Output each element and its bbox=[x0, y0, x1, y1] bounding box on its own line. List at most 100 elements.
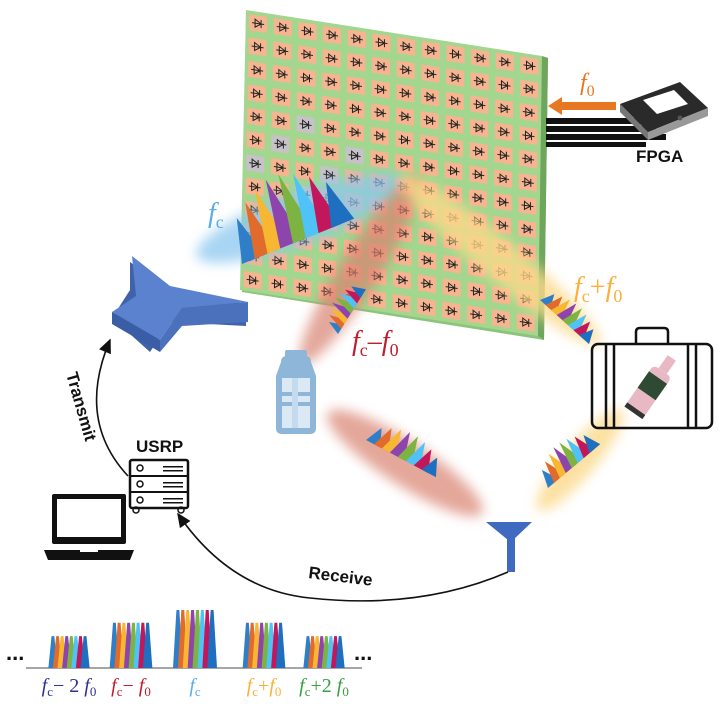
unit-cell bbox=[370, 150, 389, 169]
varactor-diode-icon bbox=[420, 278, 433, 289]
unit-cell bbox=[520, 79, 539, 99]
varactor-diode-icon bbox=[275, 68, 288, 79]
plus-spectrum-lower bbox=[541, 434, 601, 488]
varactor-diode-icon bbox=[448, 118, 461, 129]
varactor-diode-icon bbox=[373, 153, 386, 164]
varactor-diode-icon bbox=[350, 56, 363, 67]
varactor-diode-icon bbox=[249, 134, 262, 145]
varactor-diode-icon bbox=[276, 45, 289, 56]
unit-cell bbox=[297, 68, 316, 88]
harmonic-band bbox=[48, 636, 90, 668]
harmonic-label: fc− 2 f0 bbox=[42, 675, 97, 699]
harmonic-label: fc+2 f0 bbox=[299, 675, 349, 699]
unit-cell bbox=[491, 309, 510, 328]
unit-cell bbox=[320, 165, 339, 185]
fpga-connector bbox=[546, 118, 666, 147]
unit-cell bbox=[442, 301, 461, 321]
varactor-diode-icon bbox=[471, 192, 484, 203]
varactor-diode-icon bbox=[325, 52, 338, 63]
spectral-band bbox=[421, 457, 438, 478]
unit-cell bbox=[494, 169, 513, 188]
varactor-diode-icon bbox=[470, 309, 483, 320]
spectral-band bbox=[339, 293, 360, 309]
unit-cell bbox=[470, 72, 489, 91]
unit-cell bbox=[393, 270, 412, 290]
varactor-diode-icon bbox=[420, 301, 433, 312]
unit-cell bbox=[442, 278, 461, 297]
varactor-diode-icon bbox=[373, 130, 386, 141]
unit-cell bbox=[519, 149, 538, 169]
unit-cell bbox=[272, 88, 291, 107]
varactor-diode-icon bbox=[273, 161, 286, 172]
varactor-diode-icon bbox=[251, 41, 264, 52]
unit-cell bbox=[443, 254, 462, 274]
varactor-diode-icon bbox=[252, 18, 265, 29]
unit-cell bbox=[297, 91, 316, 111]
varactor-diode-icon bbox=[472, 169, 485, 180]
varactor-diode-icon bbox=[497, 173, 510, 184]
varactor-diode-icon bbox=[424, 91, 437, 102]
fpga-label: FPGA bbox=[636, 147, 683, 166]
spectral-band bbox=[556, 303, 577, 325]
varactor-diode-icon bbox=[271, 255, 284, 266]
unit-cell bbox=[417, 297, 436, 317]
unit-cell bbox=[247, 84, 266, 103]
unit-cell bbox=[245, 177, 264, 197]
unit-cell bbox=[518, 196, 537, 216]
varactor-diode-icon bbox=[323, 169, 336, 180]
unit-cell bbox=[372, 56, 391, 76]
beams bbox=[196, 173, 624, 517]
unit-cell bbox=[248, 37, 267, 57]
unit-cell bbox=[318, 259, 337, 278]
plus-spectrum-upper bbox=[540, 294, 594, 345]
varactor-diode-icon bbox=[521, 176, 534, 187]
transmit-label: Transmit bbox=[62, 370, 100, 444]
varactor-diode-icon bbox=[274, 115, 287, 126]
varactor-diode-icon bbox=[449, 72, 462, 83]
unit-cell bbox=[320, 142, 339, 162]
varactor-diode-icon bbox=[348, 150, 361, 161]
unit-cell bbox=[268, 274, 287, 294]
varactor-diode-icon bbox=[523, 83, 536, 94]
varactor-diode-icon bbox=[495, 289, 508, 300]
varactor-diode-icon bbox=[448, 95, 461, 106]
harmonic-band bbox=[173, 610, 217, 668]
varactor-diode-icon bbox=[370, 293, 383, 304]
harmonic-label: fc bbox=[189, 675, 201, 699]
varactor-diode-icon bbox=[299, 119, 312, 130]
varactor-diode-icon bbox=[496, 196, 509, 207]
varactor-diode-icon bbox=[449, 48, 462, 59]
varactor-diode-icon bbox=[424, 68, 437, 79]
spectral-band bbox=[325, 181, 355, 228]
spectral-band bbox=[207, 610, 217, 668]
unit-cell bbox=[446, 68, 465, 87]
carrier-frequency-label: fc bbox=[208, 198, 224, 232]
varactor-diode-icon bbox=[349, 103, 362, 114]
varactor-diode-icon bbox=[494, 313, 507, 324]
varactor-diode-icon bbox=[374, 107, 387, 118]
unit-cell bbox=[495, 75, 514, 95]
varactor-diode-icon bbox=[522, 153, 535, 164]
unit-cell bbox=[371, 103, 390, 123]
varactor-diode-icon bbox=[522, 130, 535, 141]
unit-cell bbox=[518, 219, 537, 239]
unit-cell bbox=[322, 72, 341, 92]
varactor-diode-icon bbox=[399, 64, 412, 75]
varactor-diode-icon bbox=[300, 72, 313, 83]
unit-cell bbox=[393, 247, 412, 266]
unit-cell bbox=[468, 188, 487, 208]
varactor-diode-icon bbox=[321, 262, 334, 273]
unit-cell bbox=[418, 251, 437, 270]
water-bottle-icon bbox=[276, 350, 316, 434]
varactor-diode-icon bbox=[523, 60, 536, 71]
unit-cell bbox=[246, 154, 265, 173]
unit-cell bbox=[247, 107, 266, 127]
unit-cell bbox=[370, 126, 389, 146]
spectral-band bbox=[545, 296, 563, 315]
beam-minus-f0-upper bbox=[299, 176, 421, 364]
beam-spectra bbox=[236, 173, 601, 488]
varactor-diode-icon bbox=[446, 258, 459, 269]
modulation-frequency-label: f0 bbox=[580, 70, 595, 100]
receive-arrow bbox=[177, 512, 509, 602]
